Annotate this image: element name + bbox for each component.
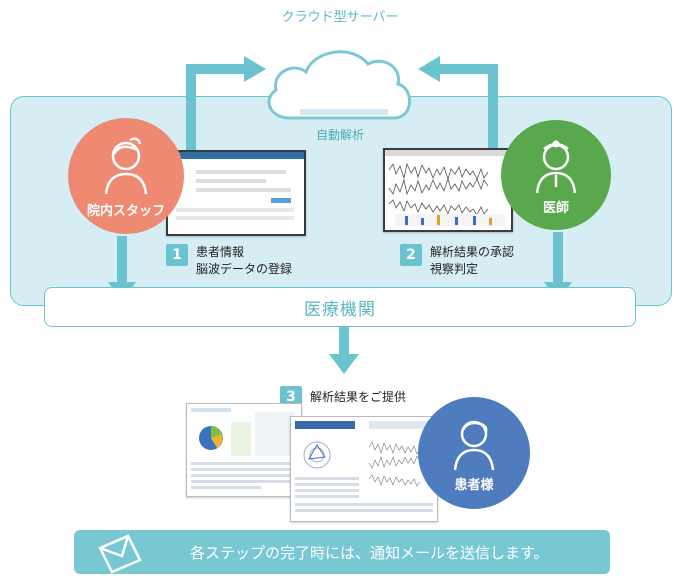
staff-to-cloud-line-h — [186, 64, 246, 74]
step-2-number: 2 — [400, 244, 422, 266]
report-2-content — [295, 421, 433, 512]
registration-screen — [166, 150, 306, 236]
step-2-line1: 解析結果の承認 — [430, 245, 515, 259]
doctor-to-cloud-line — [488, 64, 498, 154]
notification-banner: 各ステップの完了時には、通知メールを送信します。 — [74, 530, 610, 574]
staff-label: 院内スタッフ — [86, 203, 165, 219]
patient-actor: 患者様 — [418, 397, 530, 509]
report-document-1 — [186, 403, 302, 497]
step-2-line2: 視察判定 — [430, 262, 479, 276]
step-1-number: 1 — [166, 244, 188, 266]
medical-facility-bar: 医療機関 — [44, 287, 636, 327]
eeg-screen — [383, 148, 513, 232]
staff-to-cloud-arrow — [244, 56, 266, 82]
step-1-line2: 脳波データの登録 — [196, 262, 293, 276]
staff-to-cloud-line — [186, 64, 196, 154]
screen-header — [168, 152, 304, 159]
step-2: 2 解析結果の承認 視察判定 — [400, 244, 514, 278]
screen-form — [168, 159, 304, 230]
step-3: 3 解析結果をご提供 — [280, 386, 406, 408]
eeg-waveform — [385, 150, 511, 226]
staff-down-line — [117, 236, 127, 284]
doctor-actor: 医師 — [501, 120, 611, 230]
facility-down-line — [339, 326, 349, 356]
step-3-line1: 解析結果をご提供 — [310, 389, 407, 404]
notification-text: 各ステップの完了時には、通知メールを送信します。 — [190, 543, 549, 562]
report-1-content — [191, 408, 295, 489]
patient-icon — [453, 420, 495, 470]
facility-down-arrow — [329, 354, 359, 374]
female-staff-icon — [104, 136, 148, 194]
doctor-to-cloud-arrow — [418, 56, 440, 82]
doctor-icon — [535, 140, 577, 193]
cloud-server-label: クラウド型サーバー — [281, 10, 399, 25]
step-1: 1 患者情報 脳波データの登録 — [166, 244, 292, 278]
cloud-icon — [267, 50, 411, 120]
doctor-label: 医師 — [542, 200, 569, 216]
mail-icon — [98, 534, 142, 574]
doctor-to-cloud-line-h — [438, 64, 498, 74]
step-3-number: 3 — [280, 386, 302, 408]
auto-analysis-label: 自動解析 — [315, 128, 364, 142]
medical-facility-label: 医療機関 — [304, 299, 376, 320]
patient-label: 患者様 — [454, 477, 494, 493]
step-1-line1: 患者情報 — [196, 245, 245, 259]
report-document-2 — [290, 416, 438, 522]
doctor-down-line — [553, 232, 563, 284]
staff-actor: 院内スタッフ — [68, 118, 184, 234]
